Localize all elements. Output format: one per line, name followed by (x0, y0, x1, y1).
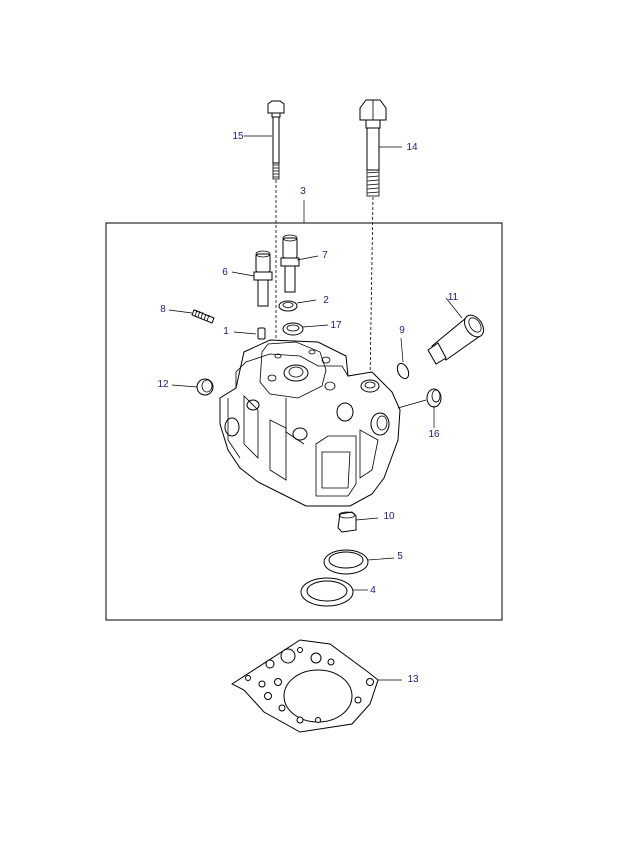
leader-lines (168, 135, 463, 681)
cylinder-head-block (219, 339, 401, 507)
callout-9: 9 (399, 325, 405, 336)
valve-guide-7 (280, 234, 300, 293)
ring-4 (300, 577, 354, 607)
bolt-15 (267, 100, 285, 180)
valve-seat-2 (278, 300, 298, 312)
callout-7: 7 (322, 250, 328, 261)
callout-4: 4 (370, 585, 376, 596)
plug-16 (426, 388, 442, 408)
callout-14: 14 (406, 142, 418, 153)
callout-8: 8 (160, 304, 166, 315)
callout-2: 2 (323, 295, 329, 306)
callout-15: 15 (232, 131, 244, 142)
callout-17: 17 (330, 320, 342, 331)
plug-12 (196, 378, 214, 396)
callout-6: 6 (222, 267, 228, 278)
sleeve-10 (337, 511, 357, 533)
sleeve-11 (427, 314, 485, 365)
callout-16: 16 (428, 429, 440, 440)
stud-8 (191, 309, 215, 324)
callout-13: 13 (407, 674, 419, 685)
pin-1 (257, 327, 266, 340)
valve-seat-17 (282, 322, 304, 336)
callout-5: 5 (397, 551, 403, 562)
o-ring-9 (396, 362, 410, 380)
ring-5 (323, 549, 369, 575)
callout-1: 1 (223, 326, 229, 337)
callout-11: 11 (448, 292, 459, 303)
bolt-14-axis (369, 196, 374, 381)
head-gasket-13 (230, 639, 379, 733)
callout-3: 3 (300, 186, 306, 197)
callout-12: 12 (157, 379, 169, 390)
bolt-14 (359, 99, 387, 197)
valve-guide-6 (253, 250, 273, 307)
callout-10: 10 (383, 511, 395, 522)
